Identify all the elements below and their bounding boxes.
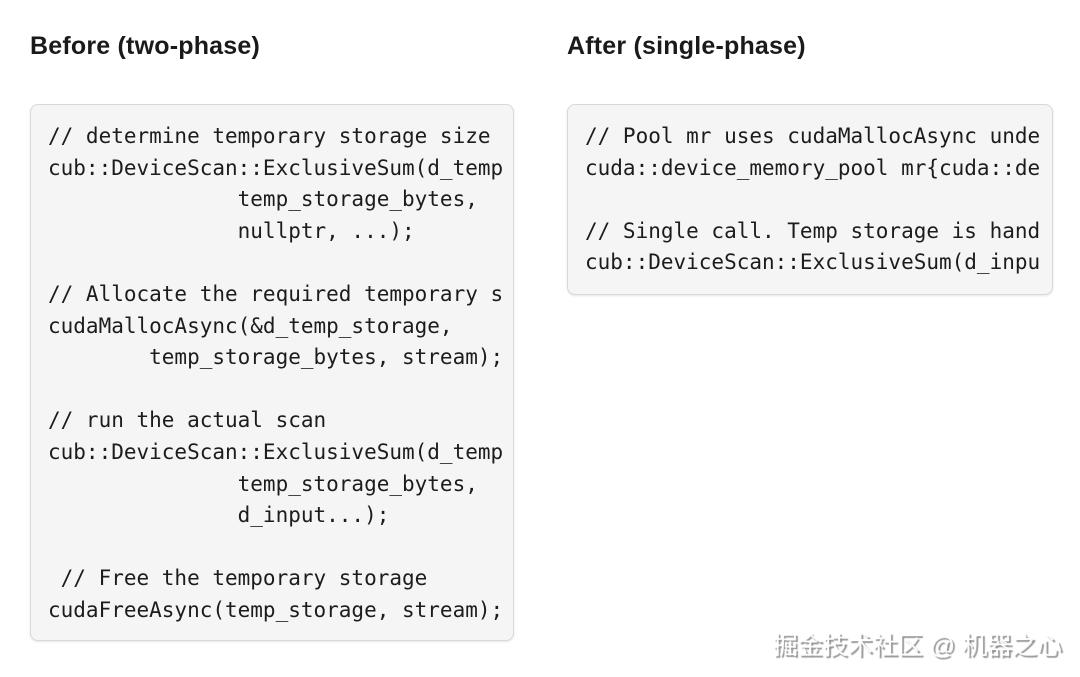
code-line: cub::DeviceScan::ExclusiveSum(d_inpu: [585, 250, 1041, 275]
code-line: temp_storage_bytes,: [48, 471, 478, 496]
code-line: temp_storage_bytes, stream);: [48, 345, 504, 370]
code-line: // run the actual scan: [48, 408, 327, 433]
after-code-block: // Pool mr uses cudaMallocAsync unde cuda…: [567, 104, 1053, 295]
code-line: // Single call. Temp storage is hand: [585, 218, 1041, 243]
code-line: nullptr, ...);: [48, 218, 415, 243]
code-line: temp_storage_bytes,: [48, 187, 478, 212]
watermark-text: 掘金技术社区 @ 机器之心: [772, 632, 1062, 660]
code-line: // Free the temporary storage: [48, 566, 428, 591]
code-line: cub::DeviceScan::ExclusiveSum(d_temp: [48, 439, 504, 464]
code-line: [585, 184, 1052, 216]
code-line: cudaMallocAsync(&d_temp_storage,: [48, 313, 453, 338]
code-line: // determine temporary storage size: [48, 124, 491, 148]
code-line: cudaFreeAsync(temp_storage, stream);: [48, 597, 504, 622]
code-line: cuda::device_memory_pool mr{cuda::de: [585, 155, 1041, 180]
code-line: // Allocate the required temporary s: [48, 281, 504, 306]
before-column-title: Before (two-phase): [30, 32, 261, 60]
after-column-title: After (single-phase): [567, 32, 806, 60]
code-line: d_input...);: [48, 503, 390, 528]
code-line: [48, 532, 513, 564]
code-line: cub::DeviceScan::ExclusiveSum(d_temp: [48, 155, 504, 180]
code-line: [48, 247, 513, 279]
code-line: // Pool mr uses cudaMallocAsync unde: [585, 124, 1041, 148]
code-line: [48, 374, 513, 406]
